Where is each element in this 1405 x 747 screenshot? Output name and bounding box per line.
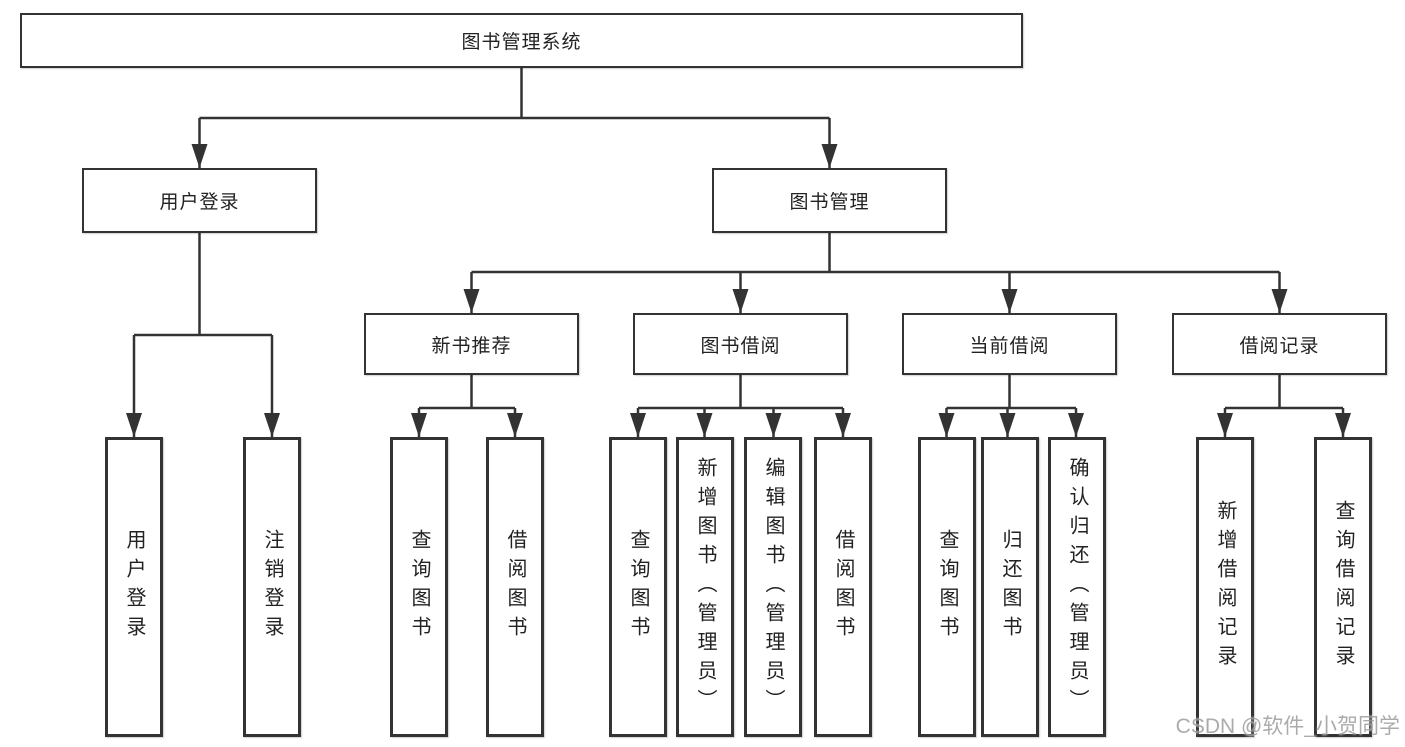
node-label: 用户登录 [123, 529, 145, 645]
node-label: 图书管理 [789, 192, 870, 213]
node-label: 确认归还（管理员） [1066, 456, 1088, 718]
node-label: 查询图书 [627, 529, 649, 645]
node-current-borrow: 当前借阅 [902, 313, 1117, 375]
wires-new-book-split [411, 375, 523, 437]
node-user-login: 用户登录 [82, 168, 317, 233]
node-label: 新增借阅记录 [1214, 500, 1236, 674]
leaf-records-query-record: 查询借阅记录 [1314, 437, 1372, 737]
leaf-newbook-borrow-books: 借阅图书 [486, 437, 544, 737]
leaf-logout: 注销登录 [243, 437, 301, 737]
node-new-book-recommend: 新书推荐 [364, 313, 579, 375]
wires-current-borrow-split [938, 375, 1084, 437]
leaf-borrow-edit-books-admin: 编辑图书（管理员） [744, 437, 802, 737]
leaf-borrow-add-books-admin: 新增图书（管理员） [676, 437, 734, 737]
node-label: 新书推荐 [431, 335, 512, 357]
leaf-current-confirm-return-admin: 确认归还（管理员） [1048, 437, 1106, 737]
node-label: 编辑图书（管理员） [762, 456, 784, 718]
node-label: 注销登录 [261, 529, 283, 645]
node-label: 借阅图书 [504, 529, 526, 645]
node-label: 归还图书 [999, 529, 1021, 645]
leaf-records-add-record: 新增借阅记录 [1196, 437, 1254, 737]
node-borrow-records: 借阅记录 [1172, 313, 1387, 375]
wires-book-management-split [463, 233, 1288, 313]
leaf-newbook-query-books: 查询图书 [390, 437, 448, 737]
node-label: 图书借阅 [700, 335, 781, 357]
node-label: 查询借阅记录 [1332, 500, 1354, 674]
node-label: 借阅图书 [832, 529, 854, 645]
node-label: 新增图书（管理员） [694, 456, 716, 718]
wires-user-login-split [126, 233, 280, 437]
wires-borrow-records-split [1217, 375, 1351, 437]
node-book-borrow: 图书借阅 [633, 313, 848, 375]
leaf-user-login: 用户登录 [105, 437, 163, 737]
node-label: 当前借阅 [969, 335, 1050, 357]
node-label: 查询图书 [408, 529, 430, 645]
csdn-watermark: CSDN @软件_小贺同学 [1175, 715, 1400, 738]
node-library-management-system: 图书管理系统 [20, 13, 1023, 68]
wires-book-borrow-split [630, 375, 851, 437]
node-label: 用户登录 [159, 192, 240, 213]
wires-root-split [191, 68, 838, 168]
node-label: 图书管理系统 [461, 32, 582, 53]
node-label: 借阅记录 [1239, 335, 1320, 357]
leaf-borrow-borrow-books: 借阅图书 [814, 437, 872, 737]
leaf-borrow-query-books: 查询图书 [609, 437, 667, 737]
leaf-current-return-books: 归还图书 [981, 437, 1039, 737]
leaf-current-query-books: 查询图书 [918, 437, 976, 737]
node-book-management: 图书管理 [712, 168, 947, 233]
node-label: 查询图书 [936, 529, 958, 645]
